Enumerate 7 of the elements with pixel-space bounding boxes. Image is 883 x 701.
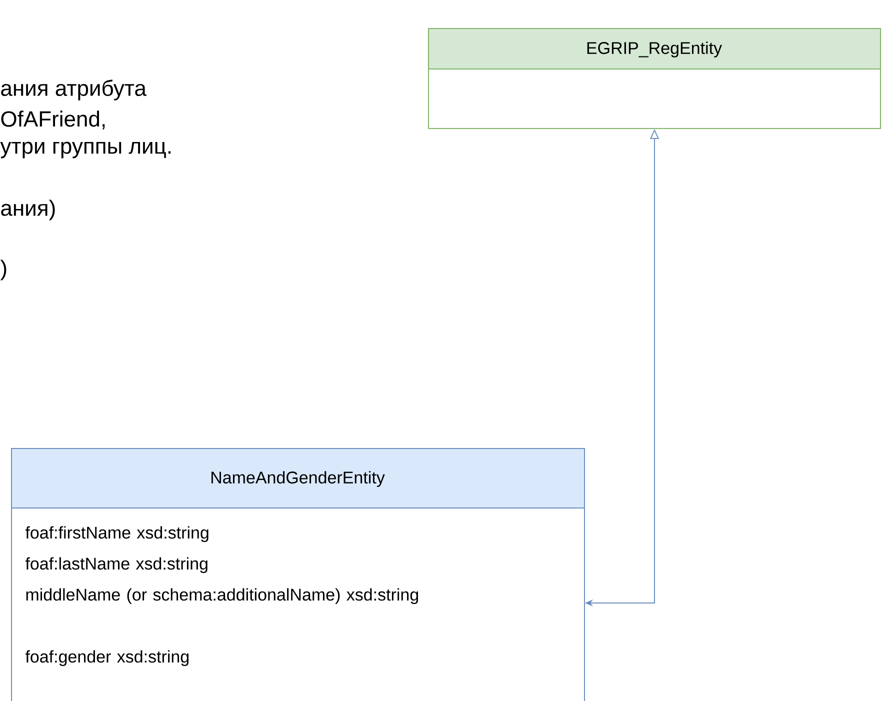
note-text: ) bbox=[0, 260, 6, 280]
class-box: EGRIP_RegEntity bbox=[428, 28, 881, 129]
note-text: утри группы лиц. bbox=[0, 142, 171, 158]
note-text: ания атрибута bbox=[1, 80, 146, 100]
class-box: NameAndGenderEntity foaf:firstName xsd:string foaf:lastName xsd:string middleName (or schema:additionalName) xsd:string foaf:gender xsd:string bbox=[10, 448, 585, 701]
note-text: OfAFriend, bbox=[1, 110, 105, 130]
note-text: ания) bbox=[1, 200, 55, 220]
